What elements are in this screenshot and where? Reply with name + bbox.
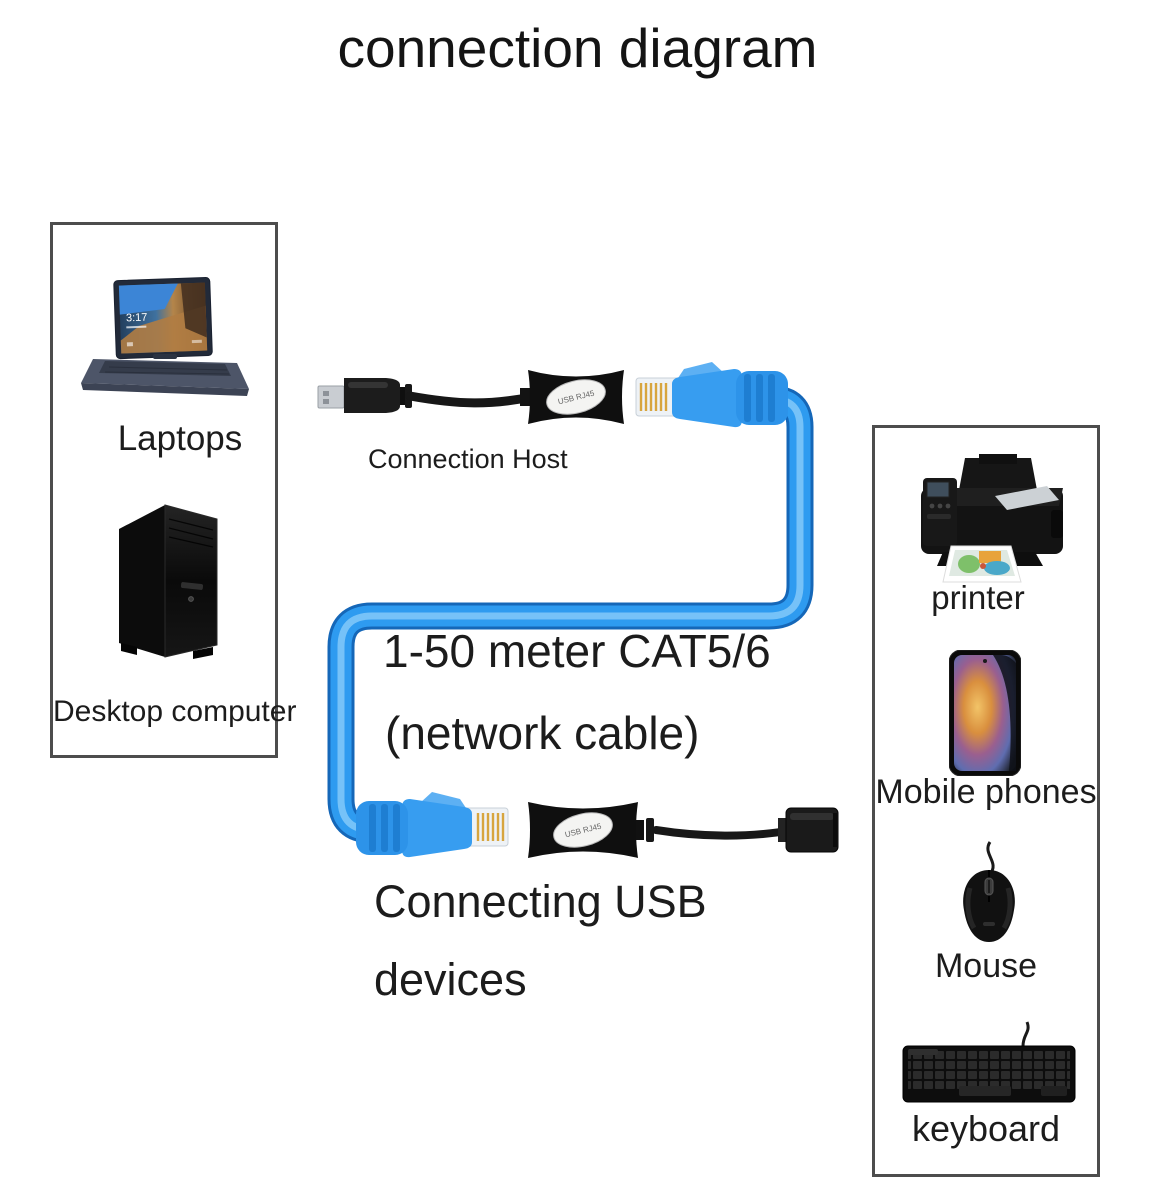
connecting-usb-label-line1: Connecting USB bbox=[374, 876, 707, 927]
cable-path bbox=[327, 385, 814, 844]
female-adapter-cord bbox=[652, 826, 796, 840]
printer-label: printer bbox=[931, 579, 1025, 616]
desktop-computer-label: Desktop computer bbox=[53, 695, 297, 728]
printer-icon bbox=[921, 454, 1063, 583]
laptop-clock-text: 3:17 bbox=[126, 312, 148, 325]
cable-length-label: 1-50 meter CAT5/6 bbox=[383, 625, 771, 677]
mobile-phones-label: Mobile phones bbox=[875, 773, 1097, 811]
usb-devices-box: printer Mobile phones Mouse k bbox=[872, 425, 1100, 1177]
rj45-plug-icon bbox=[354, 790, 510, 859]
laptop-icon: 3:17 bbox=[81, 277, 249, 396]
laptops-label: Laptops bbox=[117, 419, 243, 458]
keyboard-cord bbox=[1021, 1021, 1030, 1047]
usb-female-connector-icon bbox=[778, 807, 839, 853]
connecting-usb-label-line2: devices bbox=[374, 954, 527, 1005]
mouse-label: Mouse bbox=[934, 947, 1038, 985]
desktop-tower-icon bbox=[119, 504, 218, 659]
keyboard-label: keyboard bbox=[911, 1108, 1061, 1149]
host-devices-box: 3:17 Laptops Desktop computer bbox=[50, 222, 297, 758]
usb-extender-adapter-icon: USB RJ45 bbox=[520, 370, 624, 424]
host-adapter-cord bbox=[405, 391, 537, 408]
cable-type-label: (network cable) bbox=[385, 707, 700, 759]
printed-photo bbox=[942, 545, 1022, 583]
usb-extender-adapter-icon: USB RJ45 bbox=[528, 802, 654, 858]
page-title: connection diagram bbox=[337, 17, 818, 79]
mouse-cord bbox=[986, 841, 995, 875]
mouse-icon bbox=[963, 841, 1015, 942]
keyboard-icon bbox=[902, 1021, 1076, 1103]
connection-host-label: Connection Host bbox=[368, 444, 568, 474]
rj45-plug-icon bbox=[634, 360, 790, 429]
host-adapter-assembly: USB RJ45 bbox=[317, 360, 790, 429]
usb-male-connector-icon bbox=[317, 378, 412, 413]
mobile-phone-icon bbox=[949, 650, 1021, 776]
device-adapter-assembly: USB RJ45 bbox=[354, 790, 839, 859]
